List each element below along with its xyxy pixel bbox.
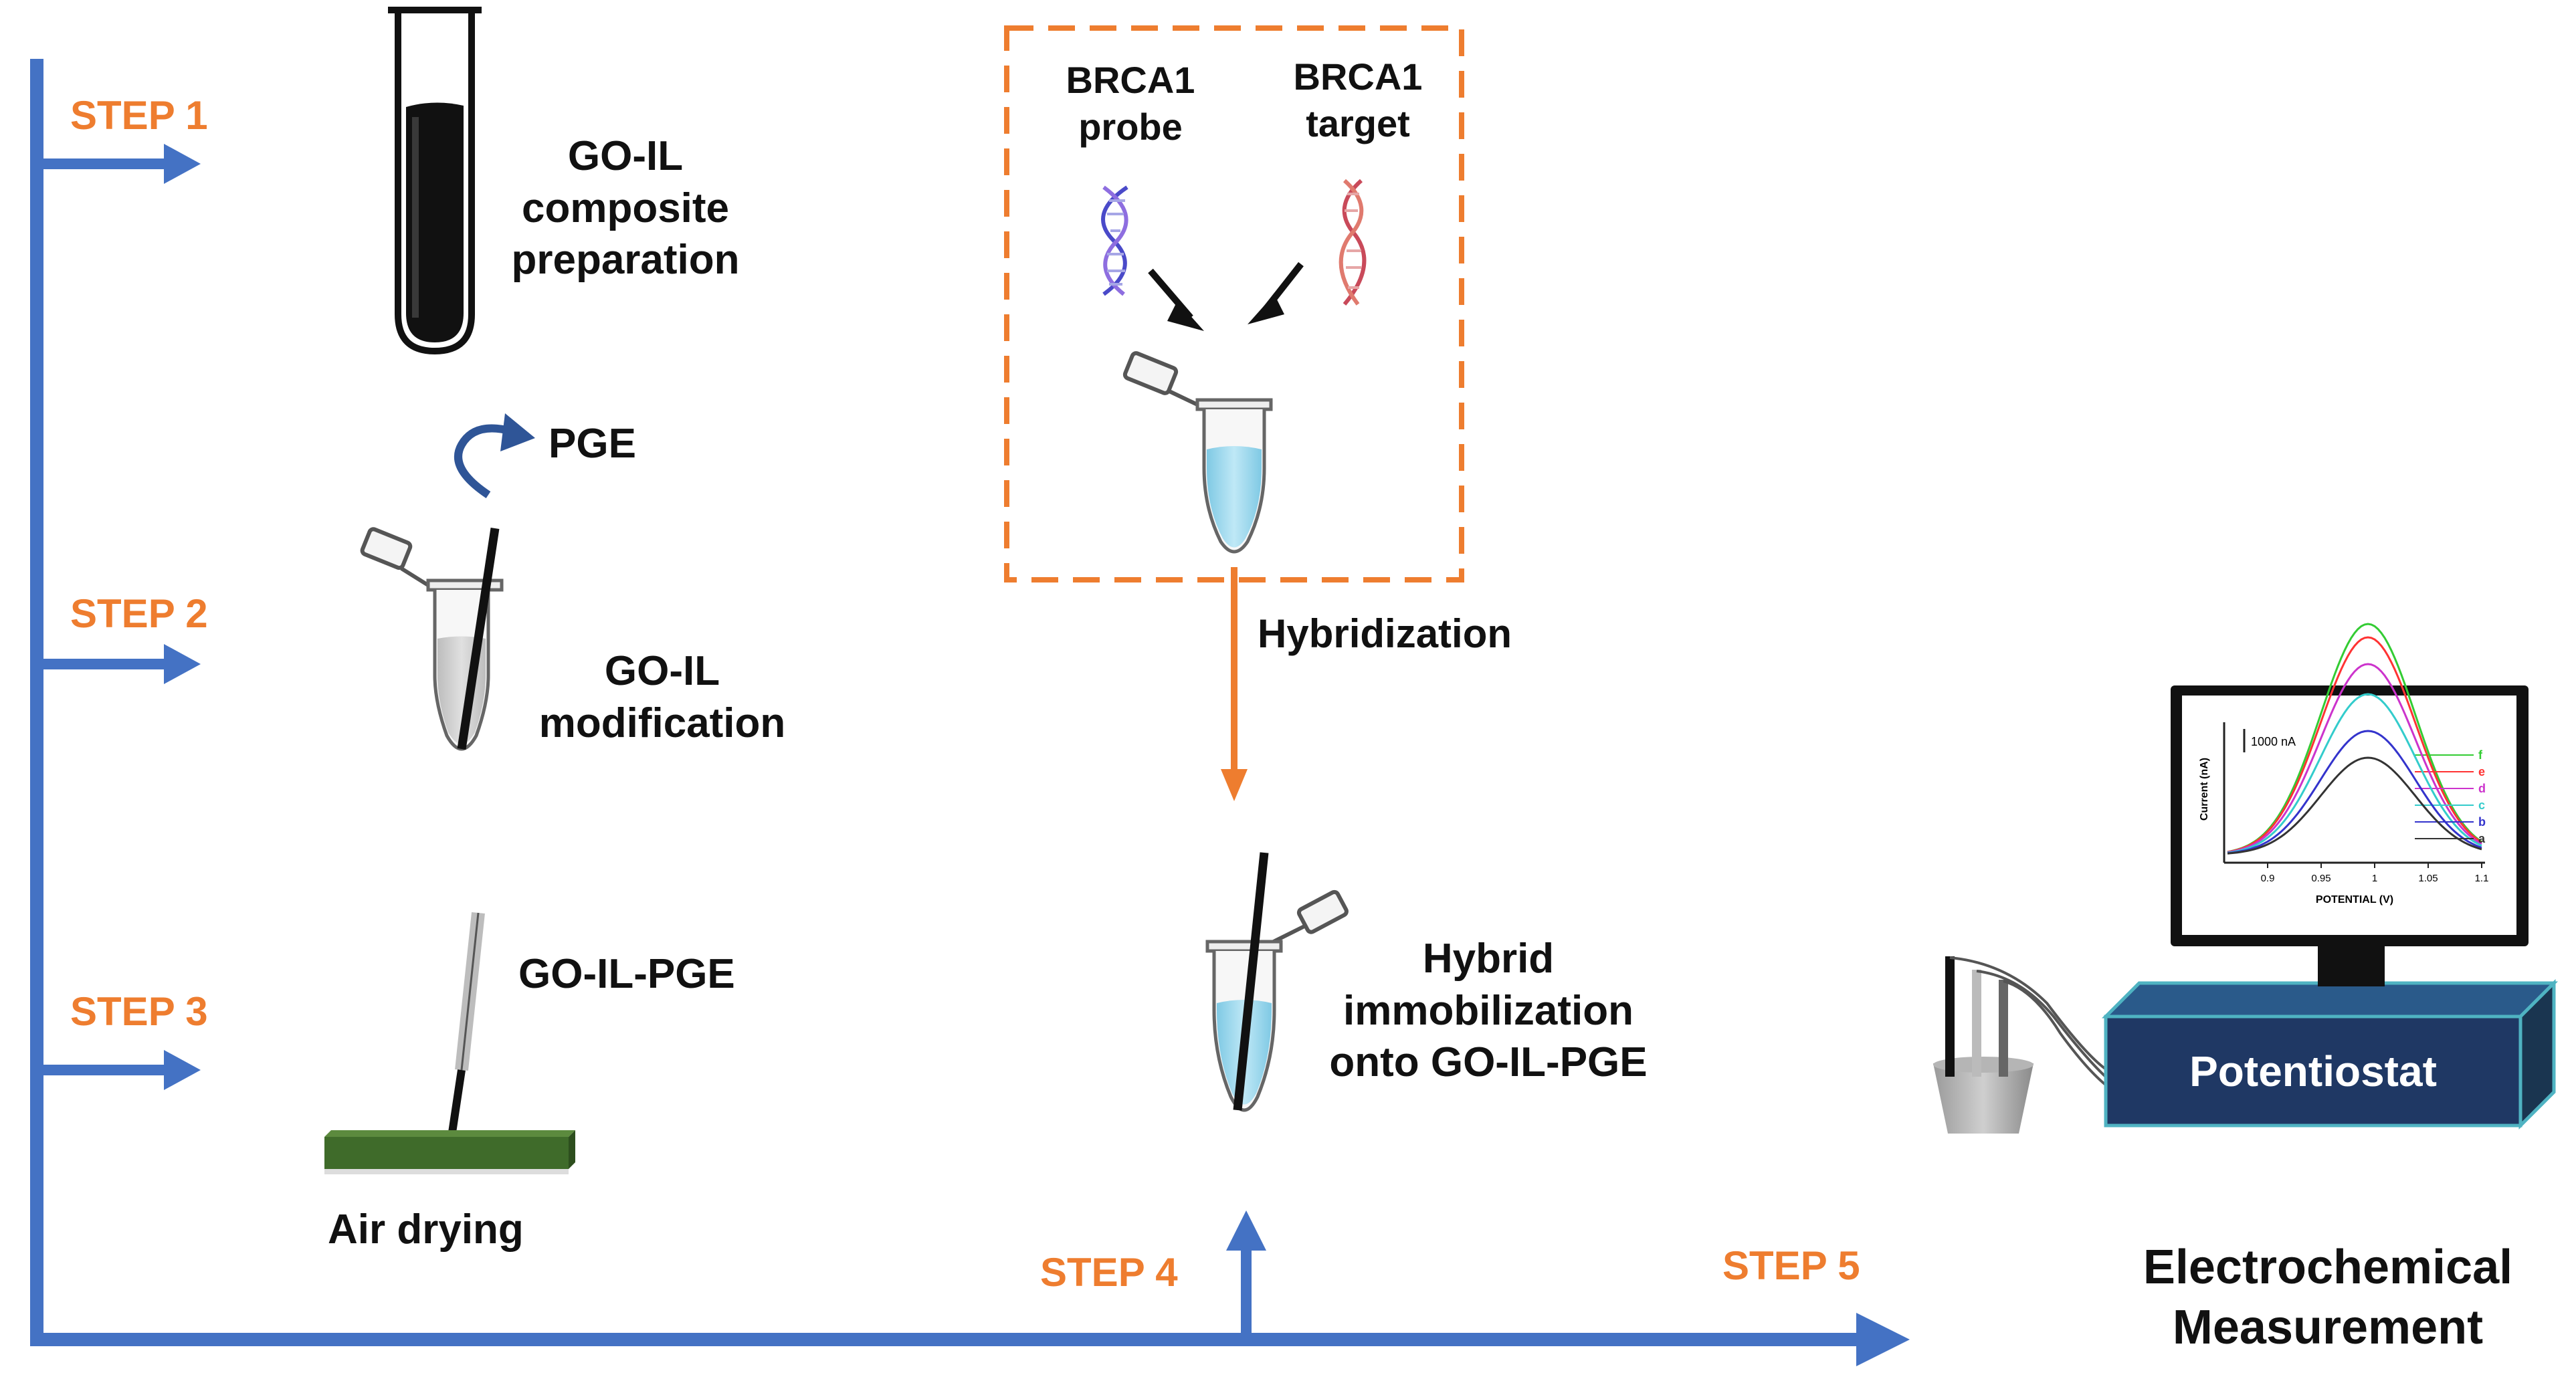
step2-line1: GO-IL <box>604 648 720 694</box>
plot-xtick-label: 0.95 <box>2311 873 2331 884</box>
eppendorf-tube-immobilization-icon <box>1205 852 1349 1112</box>
plot-xtick-label: 1.05 <box>2418 873 2438 884</box>
step1-line1: GO-IL <box>567 133 684 179</box>
curve-d <box>2227 663 2482 853</box>
air-drying-label: Air drying <box>328 1206 524 1253</box>
step5-description: Electrochemical Measurement <box>2094 1237 2562 1358</box>
curve-label-f: f <box>2478 748 2483 762</box>
plot-scale-label: 1000 nA <box>2251 735 2296 748</box>
step5-line2: Measurement <box>2172 1301 2484 1354</box>
hybridization-label: Hybridization <box>1258 611 1512 656</box>
step2-line2: modification <box>538 700 786 746</box>
curved-arrow-icon <box>454 413 535 498</box>
plot-y-label: Current (nA) <box>2199 758 2210 821</box>
curve-e <box>2227 636 2482 853</box>
step4-label: STEP 4 <box>1040 1250 1178 1295</box>
pge-label: PGE <box>549 421 636 467</box>
electrochemical-cell-icon <box>1933 956 2108 1134</box>
curve-f <box>2227 623 2482 853</box>
curve-label-a: a <box>2478 832 2486 845</box>
step1-line2: composite <box>521 185 730 231</box>
probe-line1: BRCA1 <box>1066 59 1195 101</box>
step3-label: STEP 3 <box>70 989 208 1034</box>
step4-description: Hybrid immobilization onto GO-IL-PGE <box>1314 933 1662 1089</box>
drying-electrode-icon <box>324 912 575 1174</box>
plot-xtick-label: 0.9 <box>2261 873 2275 884</box>
curve-a <box>2227 756 2482 855</box>
dna-target-icon <box>1339 179 1367 306</box>
eppendorf-tube-hybridization-icon <box>1122 351 1273 554</box>
step1-arrowhead <box>164 144 201 184</box>
dna-probe-icon <box>1101 185 1128 296</box>
hybridization-box <box>1004 25 1464 582</box>
probe-label: BRCA1 probe <box>1044 57 1217 150</box>
eppendorf-tube-modification-icon <box>360 527 504 751</box>
step2-arrowhead <box>164 644 201 684</box>
step2-label: STEP 2 <box>70 591 208 636</box>
plot-xtick-label: 1 <box>2372 873 2377 884</box>
step1-description: GO-IL composite preparation <box>472 130 779 286</box>
curve-label-c: c <box>2478 798 2485 812</box>
step3-arrowhead <box>164 1050 201 1090</box>
step4-line3: onto GO-IL-PGE <box>1329 1039 1648 1085</box>
mixing-arrows <box>1148 261 1304 331</box>
curve-c <box>2227 693 2482 854</box>
potentiostat-label: Potentiostat <box>2189 1047 2437 1095</box>
step2-description: GO-IL modification <box>508 645 816 749</box>
potentiostat-device <box>2101 978 2559 1130</box>
monitor <box>2171 685 2529 986</box>
curve-label-e: e <box>2478 765 2485 778</box>
curve-label-d: d <box>2478 782 2486 795</box>
target-label: BRCA1 target <box>1271 54 1445 147</box>
plot-xtick-label: 1.1 <box>2475 873 2489 884</box>
horizontal-axis-arrowhead <box>1856 1313 1910 1366</box>
probe-line2: probe <box>1078 106 1183 148</box>
step4-arrowhead <box>1226 1210 1266 1251</box>
hybridization-arrow <box>1221 567 1248 801</box>
curve-label-b: b <box>2478 815 2486 829</box>
step4-line1: Hybrid <box>1422 936 1555 982</box>
target-line2: target <box>1306 102 1410 144</box>
step4-line2: immobilization <box>1343 987 1633 1034</box>
target-line1: BRCA1 <box>1293 56 1423 98</box>
step5-label: STEP 5 <box>1722 1243 1860 1288</box>
main-axes <box>30 59 1910 1366</box>
step1-label: STEP 1 <box>70 93 208 138</box>
curve-b <box>2227 730 2482 855</box>
plot-x-label: POTENTIAL (V) <box>2316 894 2393 905</box>
step1-line3: preparation <box>511 237 740 283</box>
step5-line1: Electrochemical <box>2143 1241 2513 1294</box>
test-tube-icon <box>388 7 482 355</box>
go-il-pge-label: GO-IL-PGE <box>518 951 735 997</box>
